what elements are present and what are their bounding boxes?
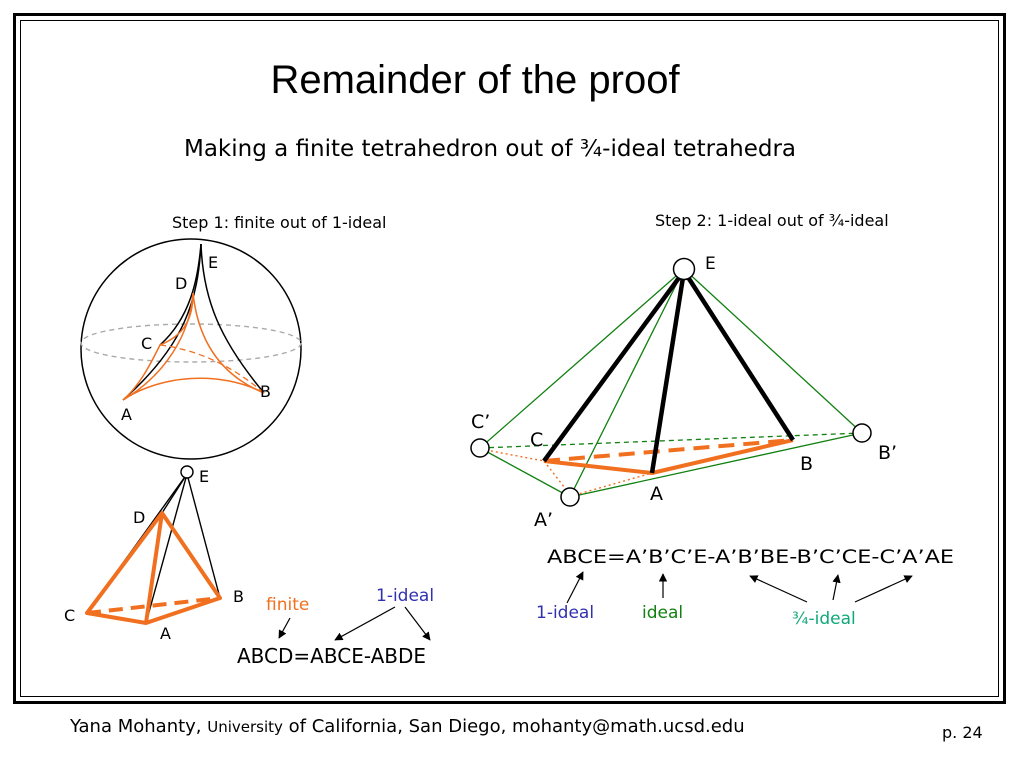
pyr-label-Aprime: A’ bbox=[534, 509, 553, 531]
pyr-dot-C-Ap bbox=[543, 460, 569, 493]
sphere-figure: E D C B A bbox=[80, 238, 302, 460]
pyr-tag-ideal: ideal bbox=[642, 603, 683, 623]
pyr-edge-E-A bbox=[649, 270, 687, 474]
slide-title: Remainder of the proof bbox=[270, 58, 680, 102]
pyr-label-Cprime: C’ bbox=[471, 411, 490, 433]
footer-affiliation: of California, San Diego, mohanty@math.u… bbox=[282, 716, 745, 737]
tetra-edge-E-B bbox=[186, 473, 221, 599]
tetra-label-C: C bbox=[64, 606, 75, 625]
tetra-edge-C-B bbox=[86, 596, 221, 615]
tetra-edge-E-A bbox=[145, 473, 188, 624]
slide-frame-inner bbox=[20, 20, 999, 697]
sphere-edge-A-B bbox=[122, 377, 265, 401]
sphere-equator bbox=[80, 323, 302, 363]
sphere-edge-E-A bbox=[122, 243, 202, 401]
arrow-finite bbox=[278, 617, 291, 639]
arrow-34ideal-right bbox=[854, 575, 913, 603]
footer-credit: Yana Mohanty, University of California, … bbox=[70, 716, 745, 737]
step2-heading: Step 2: 1-ideal out of ¾-ideal bbox=[655, 211, 889, 230]
pyr-label-C: C bbox=[530, 429, 543, 451]
pyr-label-A: A bbox=[650, 483, 663, 505]
sphere-label-C: C bbox=[141, 334, 152, 353]
eq-tag-1ideal: 1-ideal bbox=[376, 586, 434, 606]
sphere-edge-E-B bbox=[200, 243, 265, 394]
pyr-dot-Ap-A bbox=[574, 472, 653, 496]
arrow-34ideal-mid bbox=[832, 574, 841, 601]
slide-frame-outer bbox=[13, 13, 1006, 704]
pyr-green-E-Bp bbox=[683, 268, 863, 434]
pyr-edge-E-C bbox=[542, 269, 686, 463]
slide-subtitle: Making a finite tetrahedron out of ¾-ide… bbox=[183, 136, 797, 162]
pyr-vertex-Aprime bbox=[560, 487, 580, 507]
sphere-label-E: E bbox=[208, 253, 218, 272]
tetra-label-B: B bbox=[233, 587, 244, 606]
tetra-label-D: D bbox=[133, 508, 145, 527]
pyr-green-E-Cp bbox=[479, 268, 685, 449]
pyramid-figure: E C’ C B’ B A A’ ABCE=A’B’C’E-A’B’BE-B’C… bbox=[470, 254, 954, 629]
pyr-edge-C-B bbox=[543, 438, 794, 463]
footer-university: University bbox=[207, 718, 283, 736]
finite-tetra-figure: E D C B A finite 1-ideal ABCD=ABCE-ABDE bbox=[64, 465, 434, 668]
pyr-label-E: E bbox=[705, 254, 716, 274]
pyr-label-B: B bbox=[800, 453, 813, 475]
tetra-label-E: E bbox=[199, 467, 209, 486]
eq-tag-finite: finite bbox=[266, 595, 309, 615]
arrow-1ideal bbox=[566, 571, 584, 604]
arrow-1ideal-right bbox=[404, 606, 431, 641]
pyr-vertex-Bprime bbox=[852, 423, 872, 443]
pyr-green-Cp-Bp bbox=[479, 432, 863, 449]
arrow-1ideal-left bbox=[334, 606, 396, 641]
tetra-label-A: A bbox=[160, 624, 171, 643]
pyr-vertex-E bbox=[672, 257, 696, 281]
sphere-edge-E-C bbox=[159, 243, 202, 346]
finite-equation: ABCD=ABCE-ABDE bbox=[237, 644, 426, 668]
sphere-outline bbox=[80, 238, 302, 460]
pyr-tag-1ideal: 1-ideal bbox=[536, 603, 594, 623]
pyr-vertex-Cprime bbox=[470, 438, 490, 458]
pyr-tag-34ideal: ¾-ideal bbox=[792, 609, 856, 629]
pyramid-equation: ABCE=A’B’C’E-A’B’BE-B’C’CE-C’A’AE bbox=[547, 546, 954, 568]
sphere-label-A: A bbox=[121, 405, 132, 424]
vertex-E-ideal bbox=[180, 465, 194, 479]
pyr-green-E-Ap bbox=[569, 268, 685, 498]
arrow-34ideal-left bbox=[749, 575, 808, 603]
step1-heading: Step 1: finite out of 1-ideal bbox=[172, 213, 387, 232]
sphere-label-B: B bbox=[260, 382, 271, 401]
sphere-edge-D-A bbox=[122, 292, 194, 401]
page-number: p. 24 bbox=[942, 723, 983, 742]
tetra-edge-D-A bbox=[144, 512, 164, 624]
pyr-green-Ap-Bp bbox=[569, 432, 863, 498]
sphere-edge-C-B bbox=[159, 344, 265, 394]
sphere-edge-C-A bbox=[122, 344, 161, 401]
pyr-label-Bprime: B’ bbox=[878, 442, 897, 464]
pyr-green-Cp-Ap bbox=[479, 447, 571, 498]
sphere-label-D: D bbox=[175, 274, 187, 293]
footer-author: Yana Mohanty, bbox=[70, 716, 208, 737]
pyr-edge-E-B bbox=[682, 269, 795, 442]
